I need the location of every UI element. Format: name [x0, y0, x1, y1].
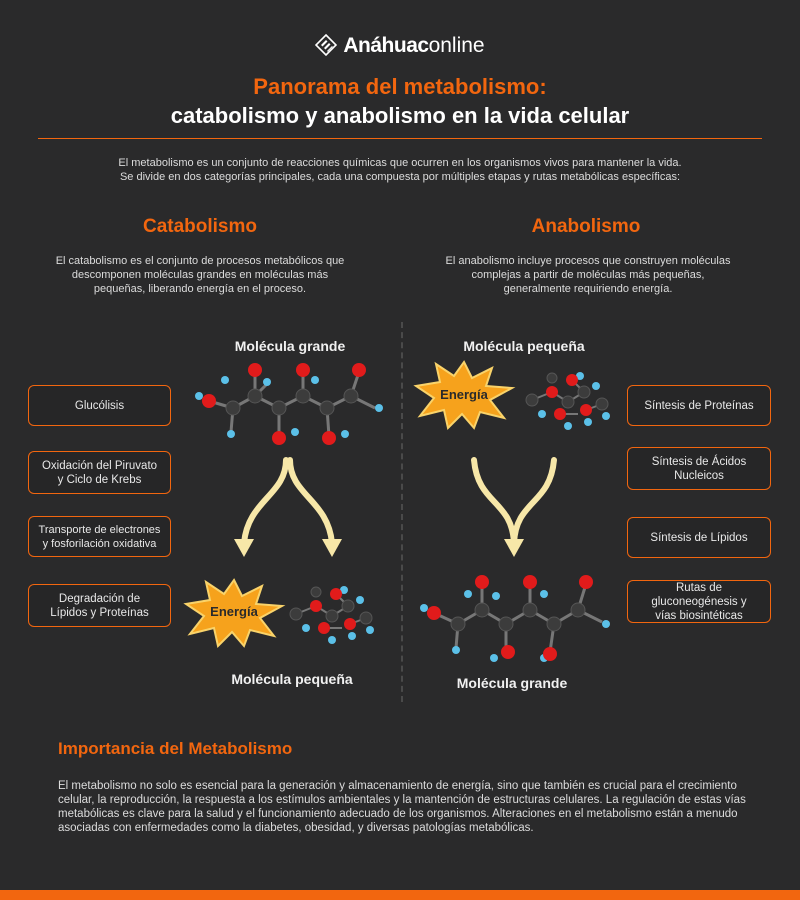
large-molecule-icon — [195, 363, 383, 445]
page-subtitle: catabolismo y anabolismo en la vida celu… — [170, 103, 630, 128]
step-line: Rutas de — [675, 581, 722, 594]
step-line: vías biosintéticas — [655, 609, 743, 622]
step-line: Transporte de electrones — [38, 523, 161, 536]
step-line: Síntesis de Proteínas — [644, 399, 754, 412]
catabolism-top-label: Molécula grande — [234, 338, 346, 354]
anabolism-energy-label: Energía — [440, 387, 488, 402]
description-line: complejas a partir de moléculas más pequ… — [471, 269, 705, 281]
step-line: y fosforilación oxidativa — [42, 537, 157, 550]
small-molecules-icon — [525, 372, 610, 430]
page-title: Panorama del metabolismo: — [253, 74, 547, 99]
footer-bar — [0, 890, 800, 900]
header-divider — [38, 138, 762, 139]
large-molecule-icon — [420, 575, 610, 662]
step-line: Síntesis de Lípidos — [650, 531, 748, 544]
description-line: generalmente requiriendo energía. — [503, 283, 673, 295]
intro-line: Se divide en dos categorías principales,… — [119, 171, 681, 183]
brand-logo: Anáhuaconline — [0, 34, 800, 58]
anabolism-step-protein-synthesis: Síntesis de Proteínas — [627, 385, 771, 426]
importance-title: Importancia del Metabolismo — [58, 739, 293, 758]
step-line: Lípidos y Proteínas — [50, 606, 149, 619]
logo-text-bold: Anáhuac — [343, 34, 429, 57]
anabolism-bottom-label: Molécula grande — [456, 675, 568, 691]
brand-mark-icon — [315, 34, 338, 56]
anabolism-step-lipid-synthesis: Síntesis de Lípidos — [627, 517, 771, 558]
step-line: Nucleicos — [674, 469, 724, 482]
anabolism-title: Anabolismo — [531, 216, 641, 237]
energy-burst-icon — [183, 578, 286, 648]
intro-line: El metabolismo es un conjunto de reaccio… — [118, 157, 682, 169]
importance-line: El metabolismo no solo es esencial para … — [58, 780, 737, 792]
catabolism-bottom-label: Molécula pequeña — [231, 671, 353, 687]
center-divider — [401, 322, 403, 702]
catabolism-description: El catabolismo es el conjunto de proceso… — [30, 254, 370, 296]
importance-line: asociadas con enfermedades como la diabe… — [58, 822, 534, 834]
anabolism-top-label: Molécula pequeña — [463, 338, 585, 354]
catabolism-title: Catabolismo — [142, 216, 258, 237]
split-arrow-icon — [234, 457, 342, 557]
anabolism-description: El anabolismo incluye procesos que const… — [418, 254, 758, 296]
step-line: Glucólisis — [74, 399, 125, 412]
importance-text: El metabolismo no solo es esencial para … — [58, 779, 748, 835]
logo-text-light: online — [428, 34, 485, 57]
intro-text: El metabolismo es un conjunto de reaccio… — [60, 156, 740, 184]
importance-line: metabólicas es clave para la salud y el … — [58, 808, 738, 820]
description-line: El catabolismo es el conjunto de proceso… — [55, 255, 345, 267]
description-line: El anabolismo incluye procesos que const… — [445, 255, 731, 267]
energy-burst-icon — [413, 360, 516, 430]
importance-line: celular, la reproducción, la respuesta a… — [58, 794, 746, 806]
small-molecules-icon — [289, 586, 374, 644]
step-line: gluconeogénesis y — [651, 595, 747, 608]
description-line: pequeñas, liberando energía en el proces… — [93, 283, 307, 295]
catabolism-energy-label: Energía — [210, 604, 258, 619]
catabolism-step-glycolysis: Glucólisis — [28, 385, 171, 426]
step-line: y Ciclo de Krebs — [57, 473, 142, 486]
description-line: descomponen moléculas grandes en molécul… — [71, 269, 329, 281]
step-line: Síntesis de Ácidos — [651, 455, 747, 468]
step-line: Degradación de — [58, 592, 141, 605]
step-line: Oxidación del Piruvato — [41, 459, 158, 472]
merge-arrow-icon — [471, 457, 557, 557]
